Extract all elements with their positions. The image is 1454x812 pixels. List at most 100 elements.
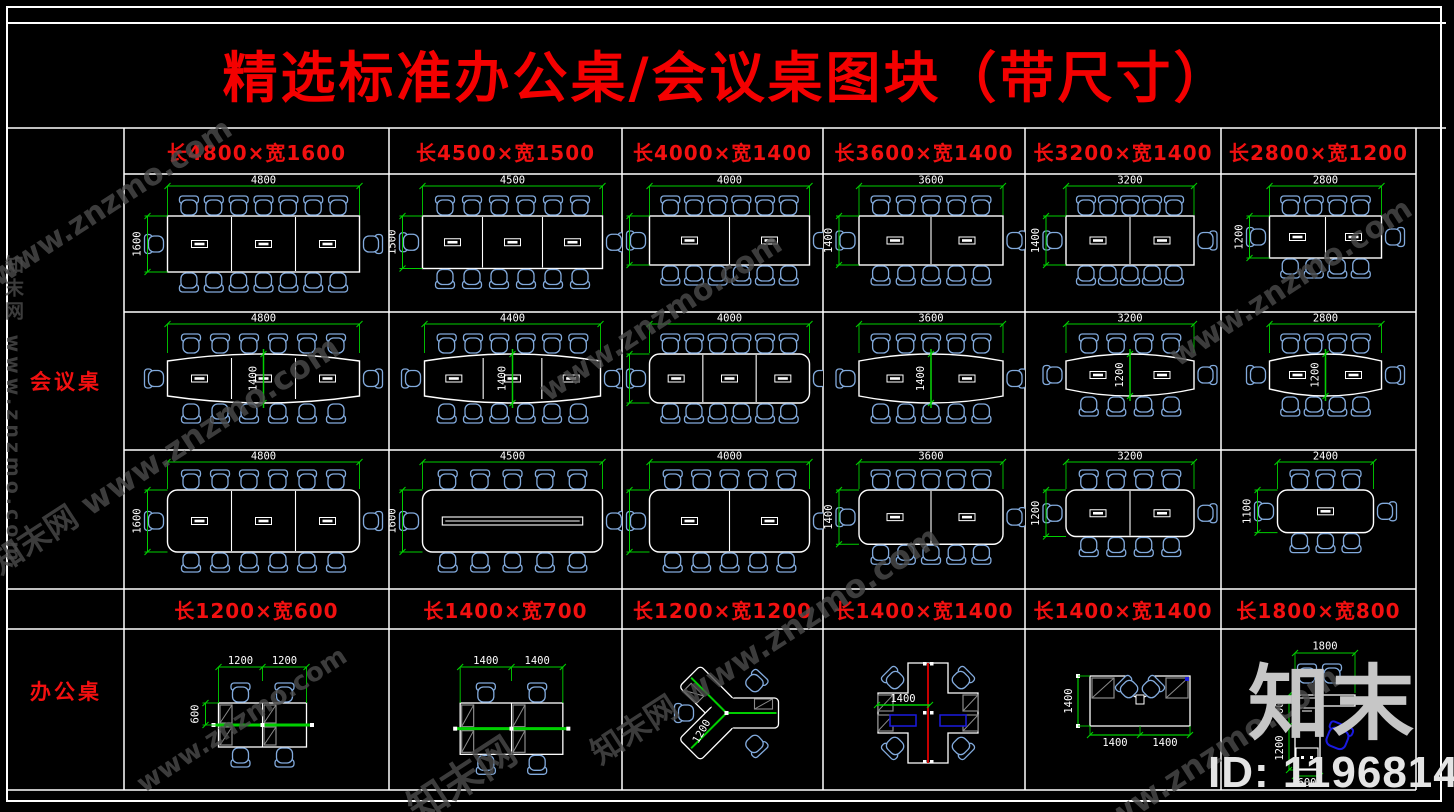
conference-table-svg: 4800 1600 <box>132 451 384 573</box>
conference-size-header: 长3200×宽1400 <box>1033 140 1213 165</box>
conference-table-svg: 4800 1400 <box>143 313 384 424</box>
conference-table-svg: 4500 1500 <box>389 175 622 290</box>
office-desk-svg: 1200 <box>673 666 780 760</box>
office-size-header: 长1400×宽1400 <box>1033 598 1213 623</box>
conference-table-svg: 4800 1600 <box>132 175 384 293</box>
conference-size-header: 长4500×宽1500 <box>415 140 596 165</box>
conference-table-drawing: 3600 1400 <box>823 450 1025 589</box>
sheet-title: 精选标准办公桌/会议桌图块（带尺寸） <box>222 46 1232 110</box>
svg-text:1400: 1400 <box>525 655 550 667</box>
svg-text:1200: 1200 <box>1234 224 1246 249</box>
conference-table-drawing: 3200 1200 <box>1025 312 1221 450</box>
conference-table-drawing: 4000 1400 <box>622 174 823 312</box>
conference-size-header: 长4800×宽1600 <box>166 140 347 165</box>
svg-text:1400: 1400 <box>473 655 498 667</box>
conference-table-svg: 2800 1200 <box>1245 313 1406 417</box>
svg-text:1400: 1400 <box>1030 228 1042 253</box>
sheet-top-band-line <box>8 22 1446 24</box>
conference-table-drawing: 4400 1400 <box>389 312 622 450</box>
office-size-header: 长1400×宽700 <box>423 598 588 623</box>
row-label-conference: 会议桌 <box>30 370 102 394</box>
svg-text:1400: 1400 <box>890 693 915 705</box>
znzmo-logo: 知末 <box>1248 657 1417 752</box>
svg-text:800: 800 <box>1274 702 1286 721</box>
svg-text:1400: 1400 <box>823 228 835 253</box>
office-size-header: 长1800×宽800 <box>1236 598 1401 623</box>
svg-text:3200: 3200 <box>1117 313 1142 325</box>
svg-text:3600: 3600 <box>918 313 943 325</box>
office-desk-svg: 1400 <box>873 662 979 764</box>
svg-text:1600: 1600 <box>132 508 144 533</box>
svg-text:1500: 1500 <box>389 230 399 255</box>
office-desk-svg: 1200 1200 600 <box>190 655 314 768</box>
conference-table-svg: 2800 1200 <box>1234 175 1406 279</box>
office-desk-drawing: 1200 1200 600 <box>124 629 389 790</box>
conference-table-svg: 3600 1400 <box>823 175 1025 286</box>
svg-text:1400: 1400 <box>622 228 626 253</box>
svg-text:3600: 3600 <box>918 175 943 187</box>
svg-text:1400: 1400 <box>823 504 835 529</box>
svg-text:4800: 4800 <box>251 313 276 325</box>
svg-text:600: 600 <box>190 705 202 724</box>
svg-text:1200: 1200 <box>1114 362 1126 387</box>
conference-table-svg: 4400 1400 <box>400 313 622 424</box>
svg-text:4800: 4800 <box>251 175 276 187</box>
conference-size-header: 长3600×宽1400 <box>834 140 1014 165</box>
svg-text:1400: 1400 <box>1152 737 1177 749</box>
image-id-text: ID: 1196814623 <box>1208 748 1454 797</box>
office-desk-svg: 1400 1400 <box>453 655 571 775</box>
conference-table-drawing: 4500 1500 <box>389 174 622 312</box>
conference-table-drawing: 4000 1600 <box>622 450 823 589</box>
conference-size-header: 长2800×宽1200 <box>1228 140 1409 165</box>
conference-table-drawing: 4800 1600 <box>124 174 389 312</box>
conference-table-svg: 4000 1400 <box>622 313 823 424</box>
svg-text:3200: 3200 <box>1117 175 1142 187</box>
conference-table-svg: 4000 1400 <box>622 175 823 286</box>
svg-text:4000: 4000 <box>717 175 742 187</box>
conference-table-drawing: 4800 1400 <box>124 312 389 450</box>
sheet-outer-frame <box>6 6 1442 802</box>
svg-text:1200: 1200 <box>272 655 297 667</box>
conference-table-drawing: 3600 1400 <box>823 174 1025 312</box>
svg-text:4500: 4500 <box>500 451 525 463</box>
office-desk-drawing: 1200 <box>622 629 823 790</box>
office-desk-drawing: 1400 <box>823 629 1025 790</box>
office-size-header: 长1200×宽600 <box>174 598 339 623</box>
svg-text:1800: 1800 <box>1312 641 1337 653</box>
svg-text:1200: 1200 <box>1274 735 1286 760</box>
svg-text:1400: 1400 <box>1102 737 1127 749</box>
conference-table-svg: 3600 1400 <box>823 451 1025 565</box>
svg-text:1400: 1400 <box>622 366 626 391</box>
conference-size-header: 长4000×宽1400 <box>632 140 813 165</box>
svg-text:1400: 1400 <box>248 366 260 391</box>
svg-text:2800: 2800 <box>1313 175 1338 187</box>
svg-text:4400: 4400 <box>500 313 525 325</box>
svg-text:1600: 1600 <box>622 508 626 533</box>
svg-text:4500: 4500 <box>500 175 525 187</box>
conference-table-svg: 3200 1200 <box>1042 313 1218 417</box>
office-size-header: 长1400×宽1400 <box>834 598 1014 623</box>
conference-table-svg: 3200 1400 <box>1030 175 1218 286</box>
office-desk-drawing: 1400 1400 <box>389 629 622 790</box>
svg-text:1200: 1200 <box>228 655 253 667</box>
svg-text:3600: 3600 <box>918 451 943 463</box>
office-size-header: 长1200×宽1200 <box>632 598 813 623</box>
svg-text:4000: 4000 <box>717 313 742 325</box>
svg-text:4800: 4800 <box>251 451 276 463</box>
conference-table-drawing: 2800 1200 <box>1221 174 1416 312</box>
svg-text:2800: 2800 <box>1313 313 1338 325</box>
svg-text:1600: 1600 <box>132 231 144 256</box>
svg-text:1400: 1400 <box>497 366 509 391</box>
svg-text:600: 600 <box>1298 777 1317 789</box>
svg-text:4000: 4000 <box>717 451 742 463</box>
conference-table-drawing: 4800 1600 <box>124 450 389 589</box>
svg-text:1200: 1200 <box>1310 362 1322 387</box>
